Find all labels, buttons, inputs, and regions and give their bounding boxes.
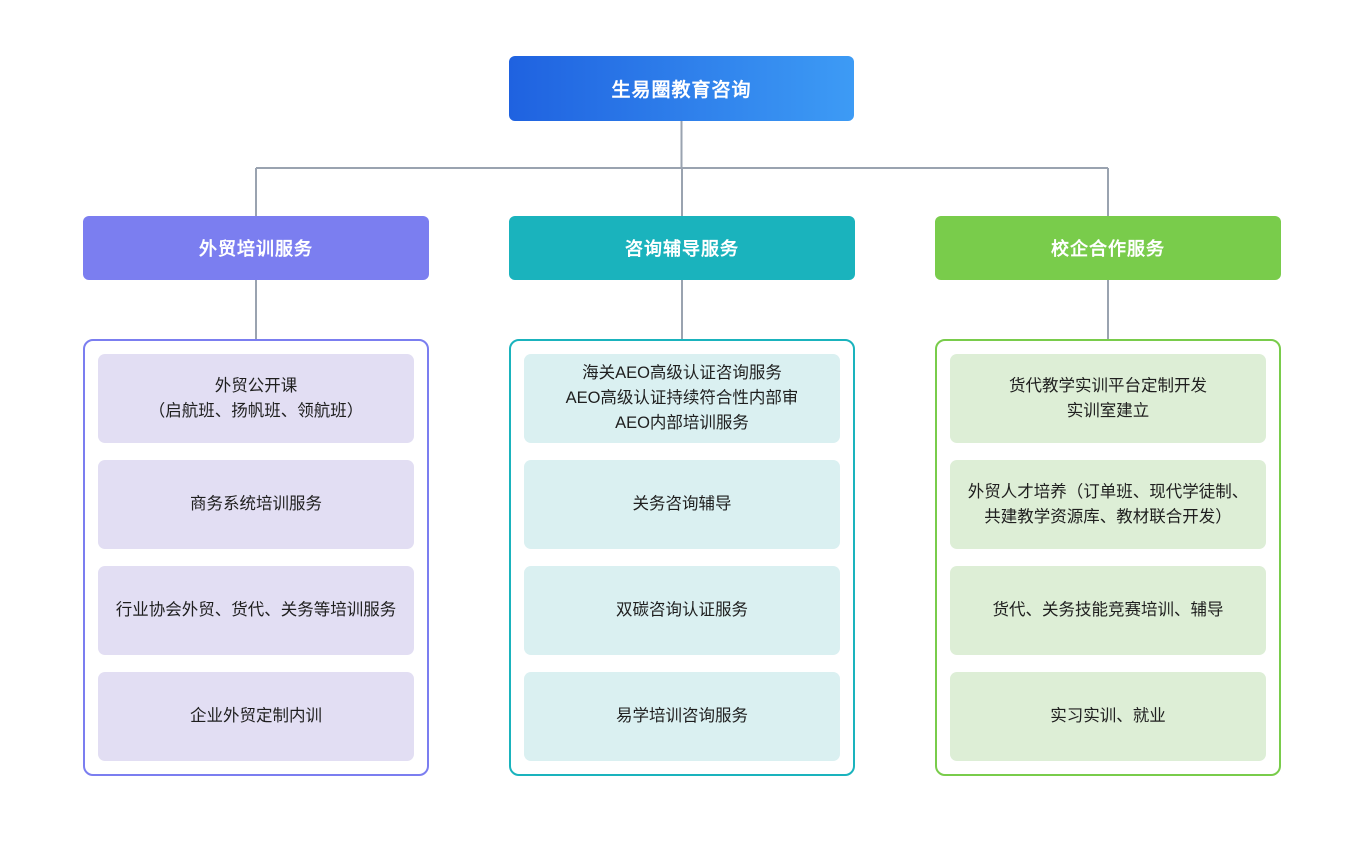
- column-header-label-1: 咨询辅导服务: [625, 239, 739, 259]
- column-outbound-training: 外贸培训服务: [83, 216, 429, 280]
- column-school-enterprise: 校企合作服务: [935, 216, 1281, 280]
- list-item[interactable]: 商务系统培训服务: [98, 460, 414, 549]
- list-item[interactable]: 外贸公开课 （启航班、扬帆班、领航班）: [98, 354, 414, 443]
- column-panel-0: 外贸公开课 （启航班、扬帆班、领航班） 商务系统培训服务 行业协会外贸、货代、关…: [83, 339, 429, 776]
- list-item[interactable]: 货代、关务技能竞赛培训、辅导: [950, 566, 1266, 655]
- column-header-label-0: 外贸培训服务: [199, 239, 313, 259]
- list-item[interactable]: 行业协会外贸、货代、关务等培训服务: [98, 566, 414, 655]
- list-item[interactable]: 关务咨询辅导: [524, 460, 840, 549]
- column-panel-2: 货代教学实训平台定制开发 实训室建立 外贸人才培养（订单班、现代学徒制、共建教学…: [935, 339, 1281, 776]
- list-item[interactable]: 货代教学实训平台定制开发 实训室建立: [950, 354, 1266, 443]
- column-header-label-2: 校企合作服务: [1051, 239, 1165, 259]
- list-item[interactable]: 企业外贸定制内训: [98, 672, 414, 761]
- list-item[interactable]: 外贸人才培养（订单班、现代学徒制、共建教学资源库、教材联合开发）: [950, 460, 1266, 549]
- root-node[interactable]: 生易圈教育咨询: [509, 56, 854, 121]
- list-item[interactable]: 双碳咨询认证服务: [524, 566, 840, 655]
- root-node-label: 生易圈教育咨询: [611, 80, 752, 101]
- list-item[interactable]: 海关AEO高级认证咨询服务 AEO高级认证持续符合性内部审 AEO内部培训服务: [524, 354, 840, 443]
- list-item[interactable]: 易学培训咨询服务: [524, 672, 840, 761]
- list-item[interactable]: 实习实训、就业: [950, 672, 1266, 761]
- column-consulting-services: 咨询辅导服务: [509, 216, 855, 280]
- column-header-1[interactable]: 咨询辅导服务: [509, 216, 855, 280]
- column-header-2[interactable]: 校企合作服务: [935, 216, 1281, 280]
- column-panel-1: 海关AEO高级认证咨询服务 AEO高级认证持续符合性内部审 AEO内部培训服务 …: [509, 339, 855, 776]
- column-header-0[interactable]: 外贸培训服务: [83, 216, 429, 280]
